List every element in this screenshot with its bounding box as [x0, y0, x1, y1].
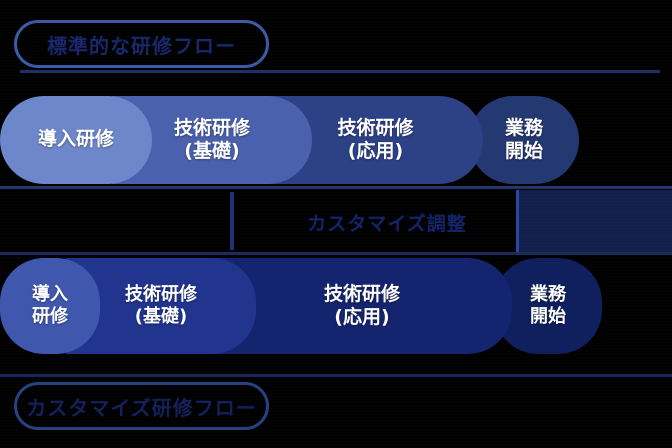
- standard-flow-row: 導入研修 技術研修 (基礎) 技術研修 (応用) 業務 開始: [0, 96, 672, 184]
- stage-standard-2-label: 技術研修 (基礎): [173, 116, 250, 162]
- stage-custom-1[interactable]: 導入 研修: [0, 258, 100, 354]
- stage-standard-4[interactable]: 業務 開始: [469, 96, 579, 184]
- stage-custom-1-label: 導入 研修: [32, 284, 68, 327]
- middle-lower-rule: [0, 252, 672, 255]
- stage-custom-4-label: 業務 開始: [530, 284, 566, 327]
- side-panel: [516, 190, 672, 252]
- standard-flow-title: 標準的な研修フロー: [47, 33, 236, 58]
- stage-custom-4[interactable]: 業務 開始: [494, 258, 602, 354]
- stage-custom-3[interactable]: 技術研修 (応用): [212, 258, 512, 354]
- customize-connector-line: [230, 192, 234, 250]
- customize-note-label: カスタマイズ調整: [307, 212, 467, 235]
- stage-custom-2-label: 技術研修 (基礎): [125, 284, 197, 327]
- customize-note: カスタマイズ調整: [262, 200, 512, 244]
- middle-upper-rule: [0, 186, 672, 189]
- bottom-divider-rule: [0, 374, 672, 377]
- stage-standard-4-label: 業務 開始: [504, 116, 543, 162]
- custom-flow-title: カスタマイズ研修フロー: [26, 395, 257, 420]
- custom-flow-title-frame: カスタマイズ研修フロー: [14, 382, 269, 430]
- top-divider-rule: [20, 70, 660, 73]
- custom-flow-row: 導入 研修 技術研修 (基礎) 技術研修 (応用) 業務 開始: [0, 258, 672, 354]
- stage-custom-3-label: 技術研修 (応用): [323, 282, 400, 328]
- stage-standard-1-label: 導入研修: [37, 128, 114, 151]
- stage-standard-3-label: 技術研修 (応用): [337, 116, 414, 162]
- stage-standard-1[interactable]: 導入研修: [0, 96, 152, 184]
- standard-flow-title-frame: 標準的な研修フロー: [14, 20, 269, 68]
